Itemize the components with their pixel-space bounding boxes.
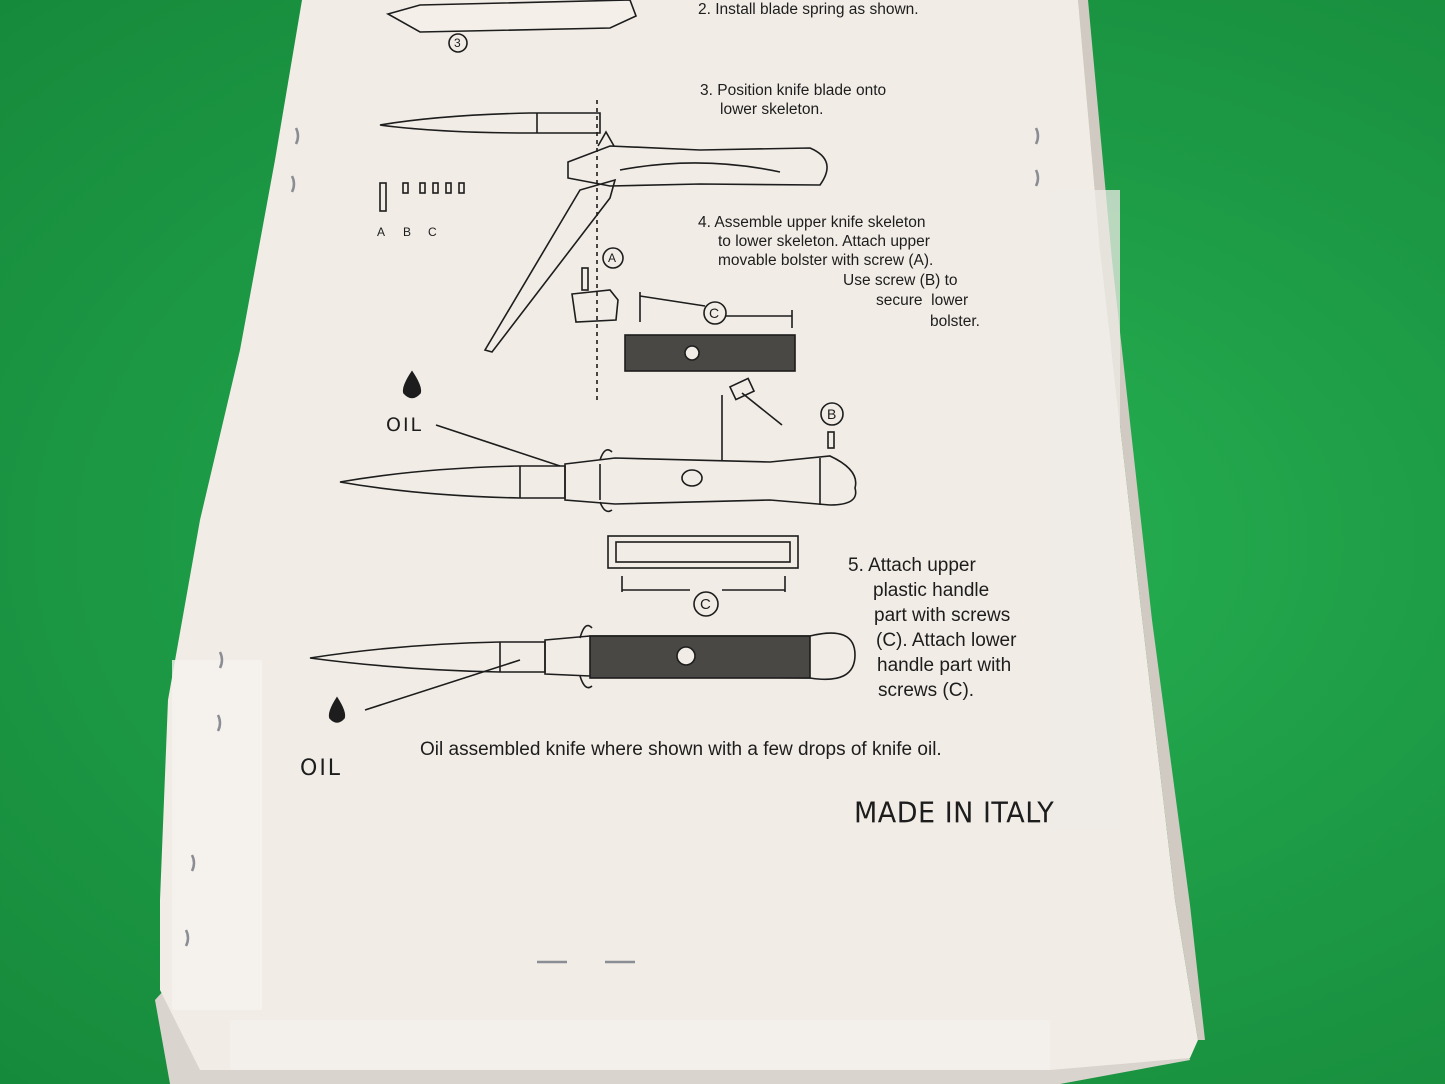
- tape-left: [172, 660, 262, 1010]
- circle-3: [448, 33, 468, 53]
- circle-b: [820, 402, 844, 426]
- oil-label-bottom: OIL: [300, 756, 343, 781]
- circle-c-lower-label: C: [700, 596, 711, 613]
- handle-piece-bottom: [607, 535, 799, 569]
- upper-bolster: [571, 289, 619, 323]
- oil-drop-bottom: [328, 696, 346, 723]
- angled-blade: [483, 178, 617, 353]
- step-4-line-6: bolster.: [930, 313, 980, 330]
- step-3-line-1: 3. Position knife blade onto: [700, 82, 887, 99]
- step-4-line-2: to lower skeleton. Attach upper: [718, 233, 930, 250]
- step-4-line-1: 4. Assemble upper knife skeleton: [698, 214, 926, 231]
- step-5-line-3: part with screws: [874, 605, 1011, 626]
- lower-skeleton: [567, 145, 828, 187]
- circle-c-lower: [693, 591, 719, 617]
- line-art: [309, 0, 857, 723]
- circle-3-label: 3: [454, 36, 461, 50]
- handle-piece-top: [624, 334, 796, 372]
- screw-c-label: C: [428, 225, 437, 239]
- paper-sheet: [160, 0, 1198, 1070]
- screws-set: [379, 182, 465, 212]
- oil-note: Oil assembled knife where shown with a f…: [420, 739, 942, 760]
- oil-label-top: OIL: [386, 414, 424, 436]
- step-4-line-4: Use screw (B) to: [843, 272, 958, 289]
- screw-a-label: A: [377, 225, 386, 239]
- oil-drop-top: [402, 370, 422, 399]
- circle-a: [602, 247, 624, 269]
- step-5-line-6: screws (C).: [878, 680, 975, 701]
- partial-knife-top: [385, 0, 638, 33]
- step-5-line-5: handle part with: [877, 655, 1012, 676]
- step-2-text: 2. Install blade spring as shown.: [698, 1, 919, 18]
- hammer-icon: [728, 377, 783, 426]
- step-5-line-4: (C). Attach lower: [876, 630, 1017, 651]
- tape-right: [1050, 190, 1120, 830]
- circle-a-label: A: [608, 251, 617, 265]
- circle-c-upper: [703, 301, 727, 325]
- staples: [184, 127, 1040, 964]
- circle-c-upper-label: C: [709, 305, 720, 321]
- step-4-line-3: movable bolster with screw (A).: [718, 252, 934, 269]
- blade-step3: [379, 112, 601, 134]
- circle-b-label: B: [827, 406, 837, 422]
- screw-b-label: B: [403, 225, 412, 239]
- made-in-italy: MADE IN ITALY: [854, 797, 1055, 830]
- step-3-line-2: lower skeleton.: [720, 101, 824, 118]
- step-4-line-5: secure lower: [876, 292, 969, 309]
- step-5-line-2: plastic handle: [873, 580, 990, 601]
- knife-bottom-handle: [544, 632, 856, 681]
- tape-bottom: [230, 1020, 1050, 1070]
- step-5-line-1: 5. Attach upper: [848, 555, 976, 576]
